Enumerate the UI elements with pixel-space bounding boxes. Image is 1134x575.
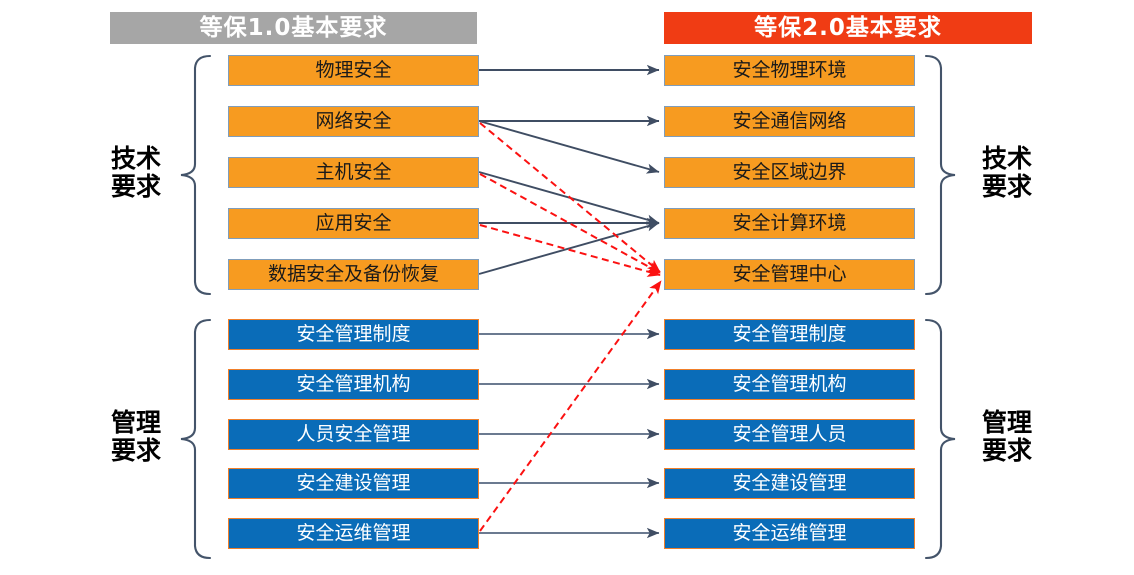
link-wangluo-to-quyu bbox=[478, 120, 660, 174]
node-left-technical-2[interactable]: 网络安全 bbox=[228, 106, 479, 137]
link-zhuji-to-jisuan bbox=[478, 171, 660, 225]
dashed-link-zhuji-to-guanlizhongxin bbox=[479, 173, 661, 274]
node-left-technical-3[interactable]: 主机安全 bbox=[228, 157, 479, 188]
node-right-management-2[interactable]: 安全管理机构 bbox=[664, 369, 915, 400]
brace-right-technical bbox=[924, 54, 956, 296]
node-right-technical-5[interactable]: 安全管理中心 bbox=[664, 259, 915, 290]
dashed-link-yingyong-to-guanlizhongxin bbox=[479, 224, 661, 277]
node-left-technical-1[interactable]: 物理安全 bbox=[228, 55, 479, 86]
node-right-management-3[interactable]: 安全管理人员 bbox=[664, 419, 915, 450]
side-label-right-technical: 技术 要求 bbox=[981, 144, 1032, 201]
dashed-link-wangluo-to-guanlizhongxin bbox=[479, 122, 661, 273]
node-left-management-2[interactable]: 安全管理机构 bbox=[228, 369, 479, 400]
brace-left-technical bbox=[180, 54, 212, 296]
node-right-management-4[interactable]: 安全建设管理 bbox=[664, 468, 915, 499]
node-left-management-3[interactable]: 人员安全管理 bbox=[228, 419, 479, 450]
side-label-left-technical: 技术 要求 bbox=[110, 144, 161, 201]
header-bar-dengbao-1: 等保1.0基本要求 bbox=[110, 12, 477, 44]
node-left-technical-4[interactable]: 应用安全 bbox=[228, 208, 479, 239]
brace-left-management bbox=[180, 318, 212, 560]
node-left-management-5[interactable]: 安全运维管理 bbox=[228, 518, 479, 549]
link-shuju-to-jisuan bbox=[478, 221, 660, 275]
header-bar-dengbao-2: 等保2.0基本要求 bbox=[664, 12, 1032, 44]
node-right-management-1[interactable]: 安全管理制度 bbox=[664, 319, 915, 350]
node-right-technical-3[interactable]: 安全区域边界 bbox=[664, 157, 915, 188]
node-right-technical-2[interactable]: 安全通信网络 bbox=[664, 106, 915, 137]
dashed-link-yunwei-to-guanlizhongxin bbox=[479, 280, 662, 532]
node-right-technical-4[interactable]: 安全计算环境 bbox=[664, 208, 915, 239]
node-left-management-1[interactable]: 安全管理制度 bbox=[228, 319, 479, 350]
node-right-management-5[interactable]: 安全运维管理 bbox=[664, 518, 915, 549]
node-left-technical-5[interactable]: 数据安全及备份恢复 bbox=[228, 259, 479, 290]
side-label-right-management: 管理 要求 bbox=[981, 408, 1032, 465]
node-left-management-4[interactable]: 安全建设管理 bbox=[228, 468, 479, 499]
node-right-technical-1[interactable]: 安全物理环境 bbox=[664, 55, 915, 86]
brace-right-management bbox=[924, 318, 956, 560]
side-label-left-management: 管理 要求 bbox=[110, 408, 161, 465]
